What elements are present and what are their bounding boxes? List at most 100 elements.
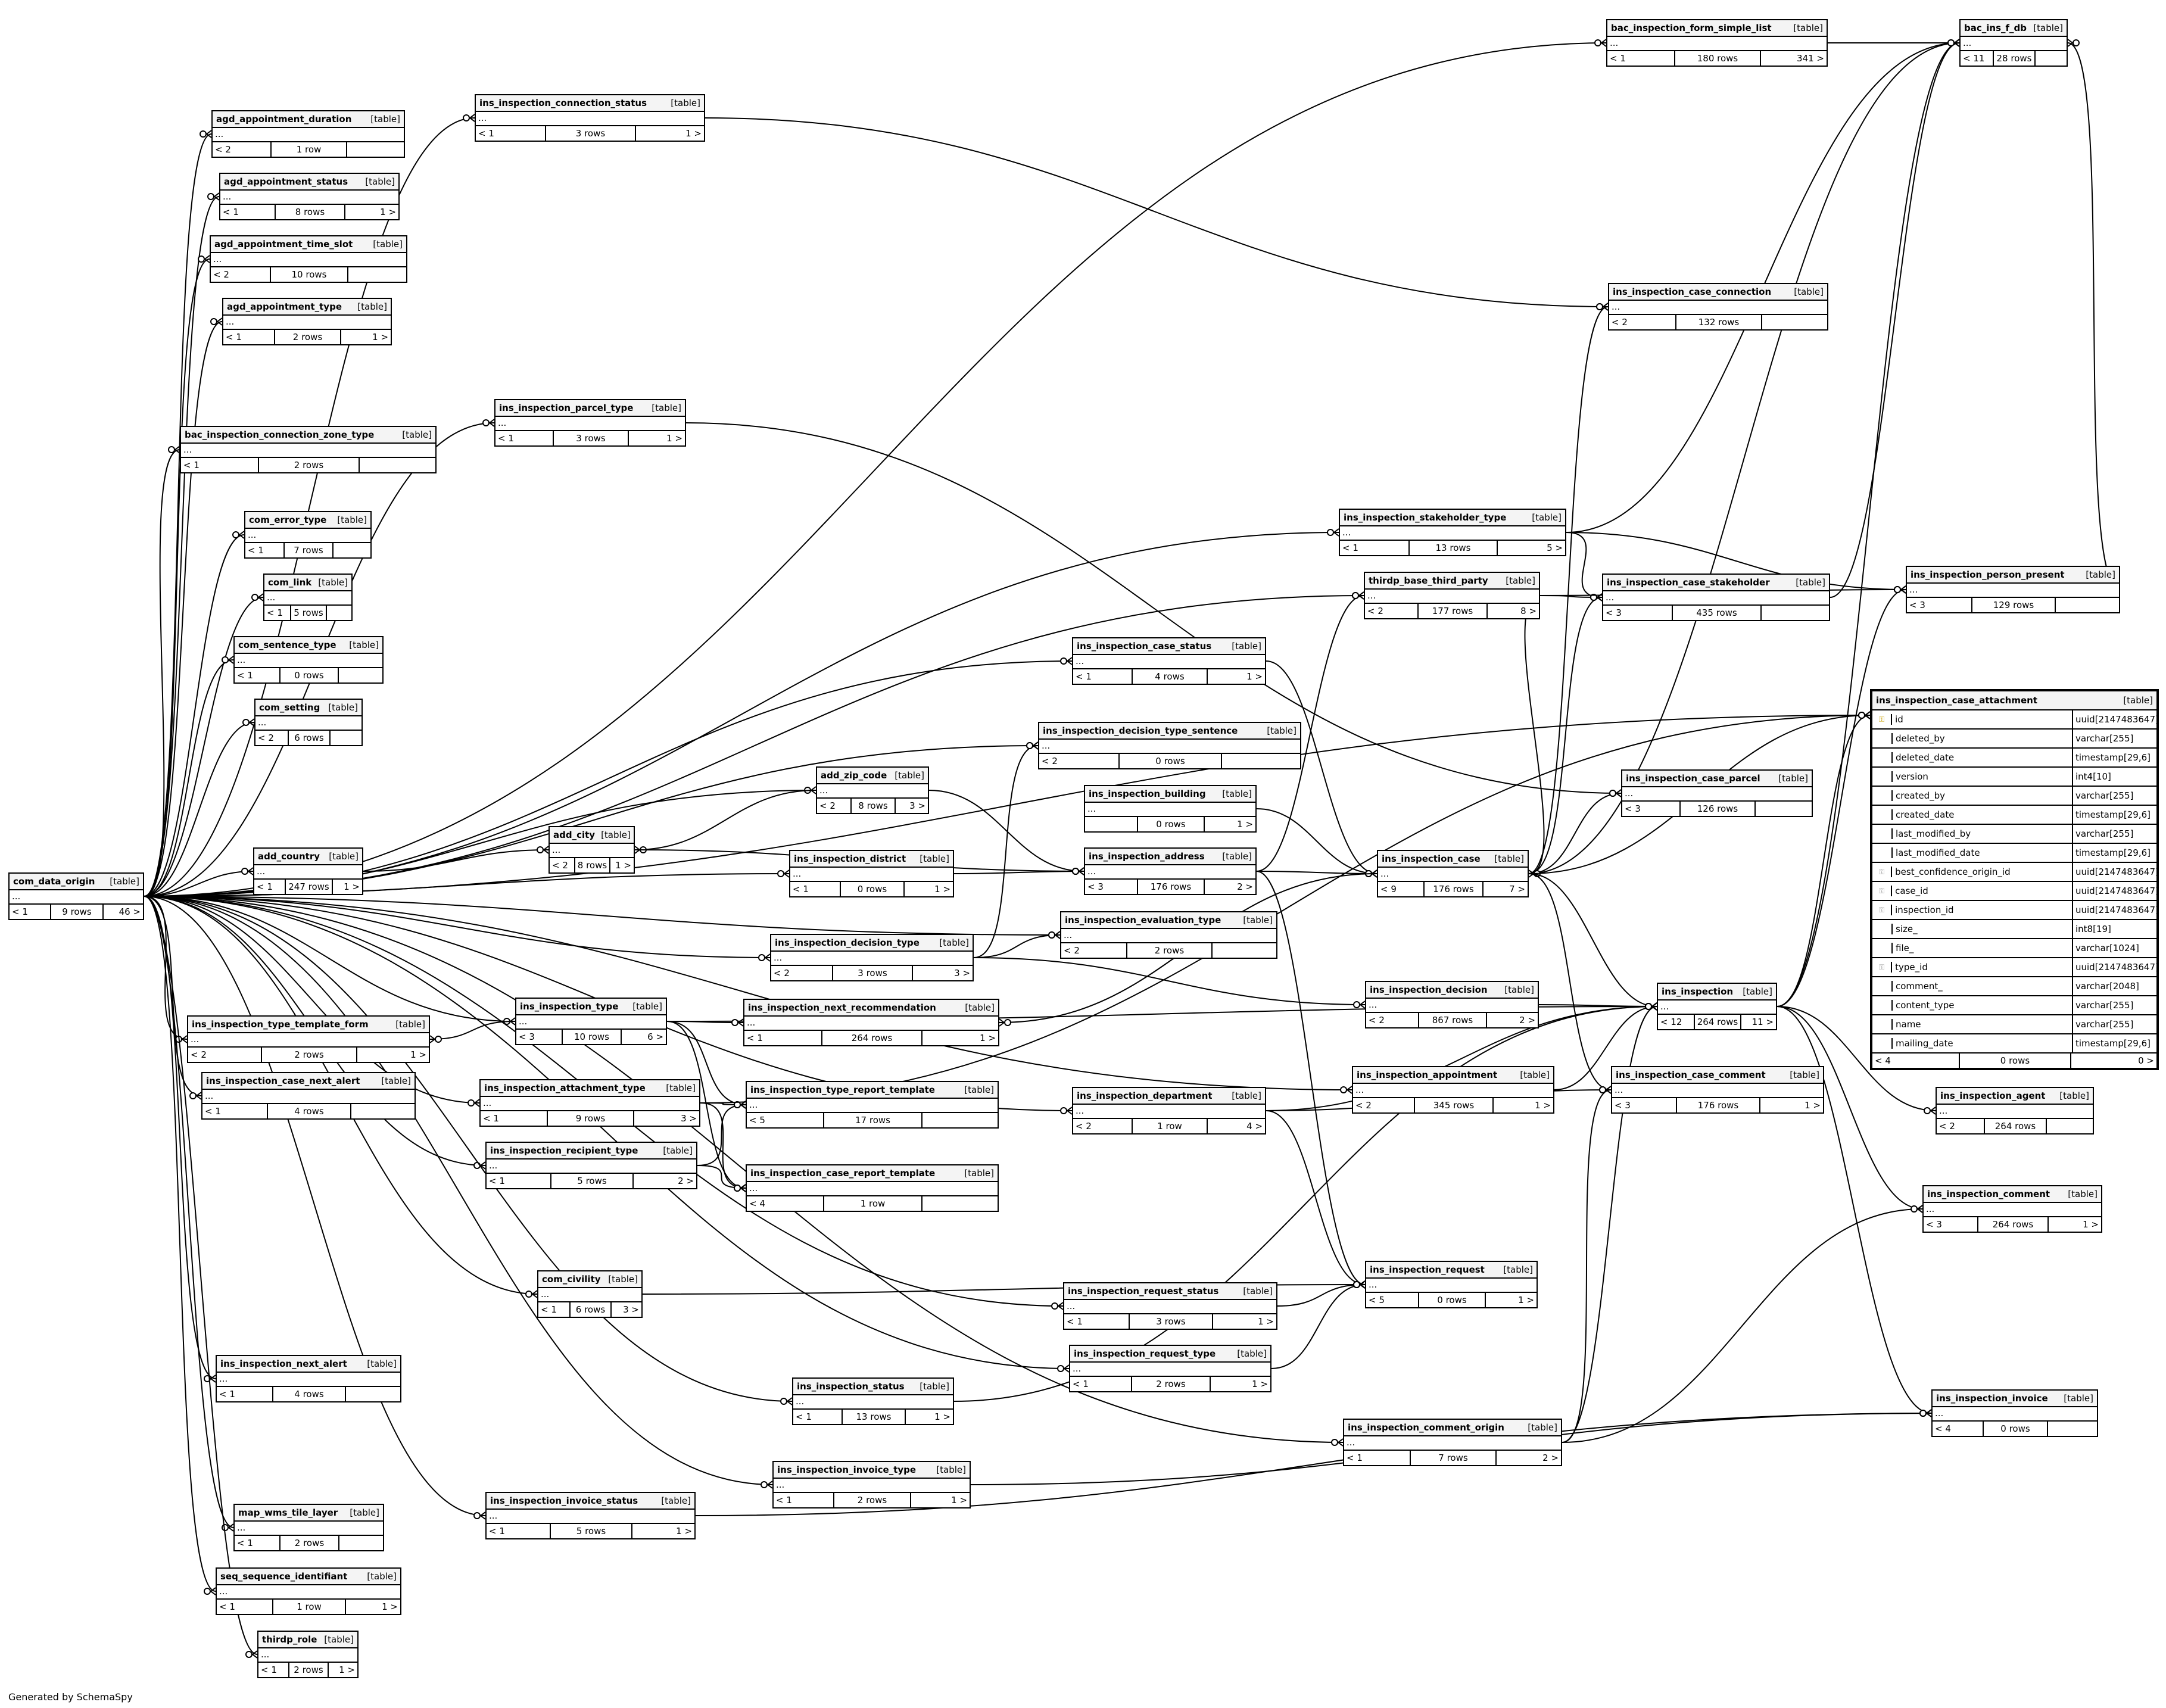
table-name[interactable]: thirdp_role — [262, 1634, 317, 1645]
parent-count[interactable]: < 1 — [219, 1389, 235, 1400]
table-ins-inspection-stakeholder-type[interactable]: ins_inspection_stakeholder_type[table]..… — [1339, 509, 1566, 556]
parent-count[interactable]: < 3 — [1615, 1100, 1631, 1111]
child-count[interactable]: 1 > — [634, 126, 704, 141]
parent-count[interactable]: < 3 — [1087, 881, 1104, 892]
parent-count[interactable]: < 1 — [1073, 1379, 1089, 1389]
table-name[interactable]: bac_inspection_connection_zone_type — [185, 429, 375, 440]
table-name[interactable]: ins_inspection_case_next_alert — [206, 1076, 360, 1086]
parent-count[interactable]: < 4 — [1935, 1423, 1951, 1434]
table-ins-inspection-request-status[interactable]: ins_inspection_request_status[table]...<… — [1063, 1282, 1277, 1330]
table-ins-inspection-person-present[interactable]: ins_inspection_person_present[table]...<… — [1906, 566, 2120, 613]
table-name[interactable]: com_civility — [542, 1274, 601, 1285]
parent-count[interactable]: < 1 — [257, 881, 273, 892]
table-name[interactable]: ins_inspection_decision_type — [775, 937, 920, 948]
parent-count[interactable]: < 1 — [237, 1538, 253, 1548]
table-name[interactable]: bac_inspection_form_simple_list — [1611, 23, 1772, 33]
child-count[interactable]: 1 > — [1212, 1314, 1276, 1329]
table-name[interactable]: ins_inspection_appointment — [1357, 1070, 1498, 1080]
child-count[interactable]: 1 > — [1492, 1098, 1553, 1112]
child-count[interactable]: 1 > — [910, 1493, 970, 1507]
table-name[interactable]: com_error_type — [249, 515, 327, 525]
parent-count[interactable]: < 2 — [258, 733, 274, 743]
table-name[interactable]: ins_inspection_decision — [1370, 984, 1488, 995]
parent-count[interactable]: < 1 — [541, 1304, 557, 1315]
parent-count[interactable]: < 2 — [215, 144, 231, 155]
child-count[interactable]: 1 > — [609, 858, 634, 872]
table-name[interactable]: ins_inspection_type_report_template — [750, 1084, 935, 1095]
table-ins-inspection-recipient-type[interactable]: ins_inspection_recipient_type[table]...<… — [485, 1142, 697, 1189]
child-count[interactable]: 5 > — [1497, 541, 1565, 555]
table-name[interactable]: add_country — [258, 851, 320, 862]
child-count[interactable] — [1221, 754, 1300, 768]
parent-count[interactable]: < 5 — [1369, 1295, 1385, 1305]
child-count[interactable]: 8 > — [1486, 604, 1539, 618]
parent-count[interactable]: < 1 — [205, 1106, 221, 1117]
parent-count[interactable]: < 2 — [552, 860, 568, 871]
child-count[interactable]: 341 > — [1760, 51, 1827, 66]
child-count[interactable]: 1 > — [344, 205, 398, 219]
table-name[interactable]: ins_inspection_district — [794, 853, 906, 864]
table-name[interactable]: ins_inspection_address — [1089, 851, 1205, 862]
table-name[interactable]: com_data_origin — [13, 876, 95, 887]
parent-count[interactable]: < 1 — [1076, 671, 1092, 682]
child-count[interactable]: 0 > — [2070, 1054, 2156, 1068]
table-name[interactable]: seq_sequence_identifiant — [220, 1571, 348, 1582]
table-ins-inspection-decision-type[interactable]: ins_inspection_decision_type[table]...< … — [770, 934, 974, 981]
table-ins-inspection-comment-origin[interactable]: ins_inspection_comment_origin[table]...<… — [1343, 1419, 1562, 1466]
table-ins-inspection-request-type[interactable]: ins_inspection_request_type[table]...< 1… — [1069, 1345, 1271, 1392]
child-count[interactable] — [1761, 315, 1827, 329]
table-name[interactable]: ins_inspection_request — [1370, 1264, 1485, 1275]
parent-count[interactable]: < 4 — [1875, 1055, 1891, 1066]
child-count[interactable] — [338, 1536, 383, 1550]
table-ins-inspection-type-template-form[interactable]: ins_inspection_type_template_form[table]… — [187, 1015, 430, 1063]
table-name[interactable]: agd_appointment_type — [227, 301, 342, 312]
table-ins-inspection-connection-status[interactable]: ins_inspection_connection_status[table].… — [475, 94, 705, 142]
child-count[interactable]: 3 > — [894, 799, 928, 813]
parent-count[interactable]: < 2 — [1042, 756, 1058, 766]
table-name[interactable]: ins_inspection_comment_origin — [1348, 1422, 1504, 1433]
parent-count[interactable]: < 1 — [796, 1411, 812, 1422]
table-name[interactable]: ins_inspection_case_comment — [1616, 1070, 1766, 1080]
table-name[interactable]: ins_inspection_recipient_type — [490, 1145, 638, 1156]
parent-count[interactable]: < 1 — [498, 433, 514, 444]
table-name[interactable]: ins_inspection_next_recommendation — [748, 1002, 936, 1013]
parent-count[interactable]: < 2 — [1612, 317, 1628, 328]
parent-count[interactable]: < 11 — [1963, 53, 1985, 64]
parent-count[interactable]: < 2 — [213, 269, 229, 280]
parent-count[interactable]: < 3 — [1926, 1219, 1942, 1230]
parent-count[interactable] — [1085, 817, 1137, 831]
table-name[interactable]: ins_inspection_department — [1077, 1090, 1213, 1101]
table-name[interactable]: ins_inspection_case_connection — [1613, 286, 1772, 297]
parent-count[interactable]: < 12 — [1660, 1017, 1682, 1027]
table-name[interactable]: add_zip_code — [821, 770, 887, 781]
table-name[interactable]: agd_appointment_status — [224, 176, 348, 187]
child-count[interactable]: 1 > — [904, 1410, 953, 1424]
parent-count[interactable]: < 1 — [261, 1665, 277, 1675]
child-count[interactable] — [347, 267, 406, 282]
table-ins-inspection-case-comment[interactable]: ins_inspection_case_comment[table]...< 3… — [1611, 1066, 1824, 1114]
table-name[interactable]: ins_inspection_case_stakeholder — [1607, 577, 1770, 588]
child-count[interactable] — [329, 731, 361, 745]
child-count[interactable] — [358, 458, 435, 472]
